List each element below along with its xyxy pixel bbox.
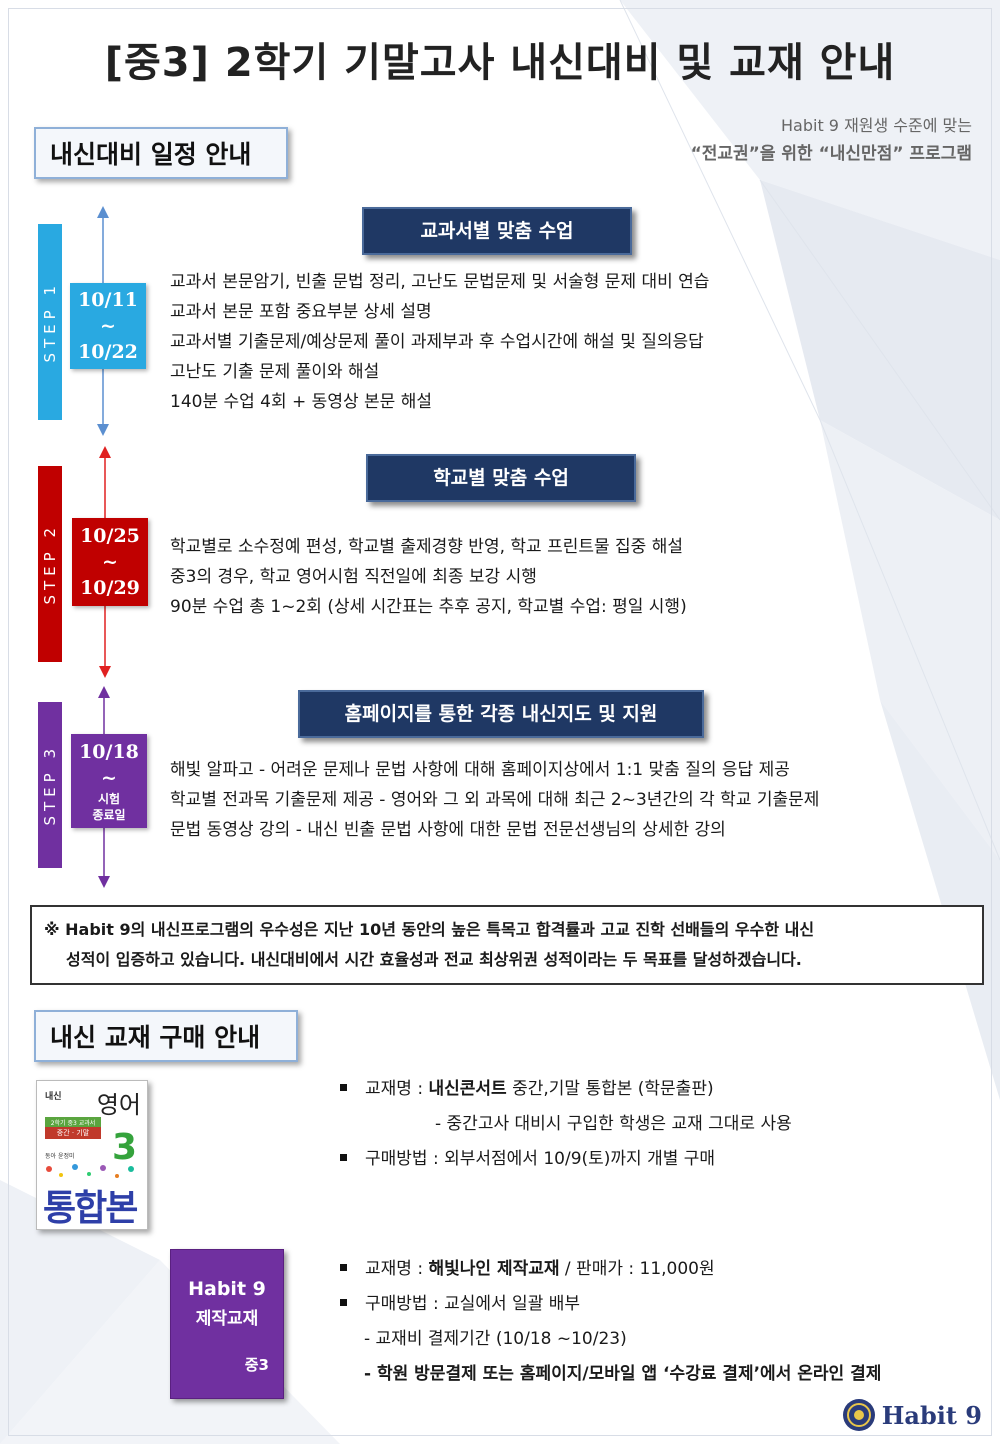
- textbook-section-title: 내신 교재 구매 안내: [34, 1010, 298, 1062]
- purchase2-name-bold: 해빛나인 제작교재: [428, 1259, 560, 1279]
- purchase1-list: 교재명 : 내신콘서트 중간,기말 통합본 (학문출판) - 중간고사 대비시 …: [340, 1072, 792, 1177]
- purchase2-online: - 학원 방문결제 또는 홈페이지/모바일 앱 ‘수강료 결제’에서 온라인 결…: [364, 1364, 882, 1384]
- step1-date-end: 10/22: [78, 341, 138, 363]
- bullet-icon: [340, 1153, 347, 1161]
- step1-label-bar: STEP 1: [38, 224, 62, 420]
- bullet-icon: [340, 1298, 347, 1306]
- book-grade: 3: [111, 1127, 137, 1168]
- page-title: [중3] 2학기 기말고사 내신대비 및 교재 안내: [104, 40, 896, 86]
- book-subject: 영어: [96, 1091, 141, 1119]
- note-line1: ※ Habit 9의 내신프로그램의 우수성은 지난 10년 동안의 높은 특목…: [44, 920, 815, 939]
- step3-date-start: 10/18: [79, 741, 139, 763]
- bullet-icon: [340, 1083, 347, 1091]
- purchase2-list: 교재명 : 해빛나인 제작교재 / 판매가 : 11,000원 구매방법 : 교…: [340, 1252, 881, 1392]
- book-publisher: 동아 윤정미: [45, 1153, 75, 1160]
- step2-date-end: 10/29: [80, 577, 140, 599]
- step3-label-bar: STEP 3: [38, 702, 62, 868]
- book-small-title: 내신: [45, 1092, 62, 1102]
- tagline-line1: Habit 9 재원생 수준에 맞는: [781, 116, 972, 135]
- purchase2-name-row: 교재명 : 해빛나인 제작교재 / 판매가 : 11,000원: [340, 1252, 881, 1287]
- habit9-emblem-icon: [842, 1399, 875, 1431]
- step2-label-bar: STEP 2: [38, 466, 62, 662]
- list-item: 교과서 본문 포함 중요부분 상세 설명: [170, 302, 432, 322]
- schedule-section-title: 내신대비 일정 안내: [34, 127, 288, 179]
- purchase1-name-row: 교재명 : 내신콘서트 중간,기말 통합본 (학문출판): [340, 1072, 792, 1107]
- habit9-textbook-box: Habit 9 제작교재 중3: [170, 1249, 284, 1399]
- purchase1-note: - 중간고사 대비시 구입한 학생은 교재 그대로 사용: [435, 1114, 792, 1134]
- step1-header: 교과서별 맞춤 수업: [362, 207, 632, 255]
- step1-date-start: 10/11: [78, 289, 138, 311]
- step3-date-sep: ~: [101, 767, 117, 789]
- step3-date-end-line1: 시험: [97, 792, 121, 806]
- step3-date-box: 10/18 ~ 시험 종료일: [71, 734, 147, 828]
- habit9-logo: Habit 9: [842, 1398, 982, 1432]
- book-subtitle-line1: 2학기 중3 교과서: [45, 1117, 101, 1128]
- list-item: 학교별로 소수정예 편성, 학교별 출제경향 반영, 학교 프린트물 집중 해설: [170, 537, 684, 557]
- purchase1-name-suffix: 중간,기말 통합본 (학문출판): [506, 1079, 714, 1099]
- step3-date-end-line2: 종료일: [92, 808, 126, 822]
- list-item: 90분 수업 총 1~2회 (상세 시간표는 추후 공지, 학교별 수업: 평일…: [170, 597, 687, 617]
- habit9-logo-text: Habit 9: [881, 1400, 982, 1430]
- purchase2-name-prefix: 교재명 :: [365, 1259, 429, 1279]
- tagline-line2: “전교권”을 위한 “내신만점” 프로그램: [690, 144, 972, 164]
- purchase2-period: - 교재비 결제기간 (10/18 ~10/23): [364, 1329, 627, 1349]
- step1-date-box: 10/11 ~ 10/22: [70, 283, 146, 369]
- list-item: 해빛 알파고 - 어려운 문제나 문법 사항에 대해 홈페이지상에서 1:1 맞…: [170, 760, 790, 780]
- step2-date-sep: ~: [102, 551, 118, 573]
- note-box: ※ Habit 9의 내신프로그램의 우수성은 지난 10년 동안의 높은 특목…: [30, 905, 984, 985]
- step1-items: 교과서 본문암기, 빈출 문법 정리, 고난도 문법문제 및 서술형 문제 대비…: [170, 267, 709, 417]
- step3-label: STEP 3: [41, 744, 59, 826]
- purchase1-name-bold: 내신콘서트: [428, 1079, 507, 1099]
- list-item: 중3의 경우, 학교 영어시험 직전일에 최종 보강 시행: [170, 567, 537, 587]
- book-big-text: 통합본: [43, 1188, 138, 1229]
- list-item: 고난도 기출 문제 풀이와 해설: [170, 362, 380, 382]
- step3-header: 홈페이지를 통한 각종 내신지도 및 지원: [298, 690, 704, 738]
- purple-box-line2: 제작교재: [195, 1309, 259, 1329]
- book-dots-decoration: [46, 1164, 134, 1178]
- purple-box-line1: Habit 9: [188, 1278, 266, 1300]
- step2-date-box: 10/25 ~ 10/29: [72, 518, 148, 606]
- purchase1-method-row: 구매방법 : 외부서점에서 10/9(토)까지 개별 구매: [340, 1142, 792, 1177]
- list-item: 교과서별 기출문제/예상문제 풀이 과제부과 후 수업시간에 해설 및 질의응답: [170, 332, 704, 352]
- tagline: Habit 9 재원생 수준에 맞는 “전교권”을 위한 “내신만점” 프로그램: [691, 112, 972, 168]
- purchase2-name-suffix: / 판매가 : 11,000원: [559, 1259, 715, 1279]
- purple-box-line3: 중3: [244, 1356, 269, 1374]
- step2-items: 학교별로 소수정예 편성, 학교별 출제경향 반영, 학교 프린트물 집중 해설…: [170, 532, 687, 622]
- bullet-icon: [340, 1263, 347, 1271]
- step1-label: STEP 1: [41, 281, 59, 363]
- step1-date-sep: ~: [100, 315, 116, 337]
- list-item: 140분 수업 4회 + 동영상 본문 해설: [170, 392, 432, 412]
- purchase1-name-prefix: 교재명 :: [365, 1079, 429, 1099]
- note-line2: 성적이 입증하고 있습니다. 내신대비에서 시간 효율성과 전교 최상위권 성적…: [66, 950, 802, 969]
- list-item: 학교별 전과목 기출문제 제공 - 영어와 그 외 과목에 대해 최근 2~3년…: [170, 790, 820, 810]
- purchase2-method: 구매방법 : 교실에서 일괄 배부: [365, 1294, 581, 1314]
- step2-date-start: 10/25: [80, 525, 140, 547]
- list-item: 교과서 본문암기, 빈출 문법 정리, 고난도 문법문제 및 서술형 문제 대비…: [170, 272, 710, 292]
- book-subtitle-line2: 중간 · 기말: [45, 1127, 101, 1139]
- book-cover-image: 내신 영어 2학기 중3 교과서 중간 · 기말 동아 윤정미 3 통합본: [36, 1080, 148, 1230]
- list-item: 문법 동영상 강의 - 내신 빈출 문법 사항에 대한 문법 전문선생님의 상세…: [170, 820, 726, 840]
- step2-header: 학교별 맞춤 수업: [366, 454, 636, 502]
- step2-label: STEP 2: [41, 523, 59, 605]
- purchase2-method-row: 구매방법 : 교실에서 일괄 배부: [340, 1287, 881, 1322]
- purchase1-method: 구매방법 : 외부서점에서 10/9(토)까지 개별 구매: [365, 1149, 716, 1169]
- step3-items: 해빛 알파고 - 어려운 문제나 문법 사항에 대해 홈페이지상에서 1:1 맞…: [170, 755, 819, 845]
